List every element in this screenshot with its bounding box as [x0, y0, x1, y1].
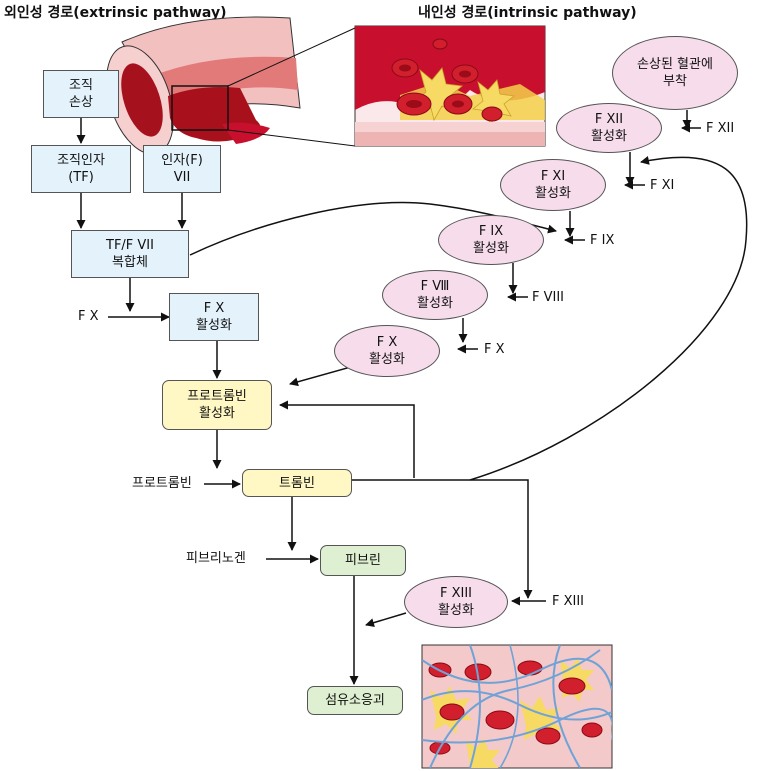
vessel-attachment-oval: 손상된 혈관에 부착	[612, 36, 738, 110]
fx-activation-extrinsic-line2: 활성화	[196, 318, 232, 333]
fxii-activation-line1: F XII	[594, 112, 624, 127]
fxiii-activation-oval: F XIII 활성화	[404, 576, 508, 628]
fx-activation-intrinsic-line2: 활성화	[369, 352, 405, 367]
extrinsic-pathway-title: 외인성 경로(extrinsic pathway)	[4, 5, 227, 21]
tissue-factor-line2: (TF)	[68, 170, 94, 185]
fxii-activation-oval: F XII 활성화	[556, 103, 662, 153]
tf-vii-complex-line1: TF/F VII	[106, 238, 154, 253]
fviii-input: F VIII	[532, 290, 565, 305]
fx-activation-intrinsic-line1: F X	[376, 335, 398, 350]
prothrombin-activation-box: 프로트롬빈 활성화	[162, 380, 272, 430]
fxi-activation-line1: F XI	[540, 169, 566, 184]
fxi-input: F XI	[650, 178, 675, 193]
fviii-activation-line1: F Ⅷ	[420, 279, 450, 294]
tissue-damage-box: 조직 손상	[43, 70, 119, 118]
fix-activation-line1: F IX	[478, 224, 504, 239]
tissue-factor-box: 조직인자 (TF)	[31, 145, 131, 193]
tissue-factor-line1: 조직인자	[57, 153, 105, 168]
thrombin-box: 트롬빈	[242, 469, 352, 497]
fibrin-box: 피브린	[320, 545, 406, 576]
fix-activation-oval: F IX 활성화	[438, 215, 544, 265]
fibrin-clot-label: 섬유소응괴	[325, 693, 385, 708]
fx-input-intrinsic: F X	[484, 342, 505, 357]
fxi-activation-oval: F XI 활성화	[500, 159, 606, 211]
vessel-attachment-line2: 부착	[663, 74, 687, 89]
fibrin-clot-box: 섬유소응괴	[307, 686, 403, 715]
fibrin-clot-illustration	[421, 644, 613, 769]
fxiii-input: F XIII	[552, 594, 585, 609]
fxii-activation-line2: 활성화	[591, 129, 627, 144]
tf-vii-complex-box: TF/F VII 복합체	[71, 230, 189, 278]
tissue-damage-line2: 손상	[69, 95, 93, 110]
tf-vii-complex-line2: 복합체	[112, 255, 148, 270]
fxii-input: F XII	[706, 121, 735, 136]
factor-vii-line1: 인자(F)	[161, 153, 203, 168]
fviii-activation-line2: 활성화	[417, 296, 453, 311]
fx-input-extrinsic: F X	[78, 309, 99, 324]
intrinsic-pathway-title: 내인성 경로(intrinsic pathway)	[418, 5, 637, 21]
factor-vii-box: 인자(F) VII	[143, 145, 221, 193]
fibrinogen-input: 피브리노겐	[186, 551, 246, 566]
fxiii-activation-line1: F XIII	[439, 586, 473, 601]
fviii-activation-oval: F Ⅷ 활성화	[382, 270, 488, 320]
prothrombin-activation-line2: 활성화	[199, 406, 235, 421]
tissue-damage-line1: 조직	[69, 78, 93, 93]
factor-vii-line2: VII	[173, 170, 191, 185]
fibrin-label: 피브린	[345, 553, 381, 568]
fx-activation-extrinsic-line1: F X	[203, 301, 225, 316]
prothrombin-input: 프로트롬빈	[132, 476, 192, 491]
fix-input: F IX	[590, 233, 615, 248]
fxiii-activation-line2: 활성화	[438, 603, 474, 618]
blood-vessel-illustration	[106, 16, 356, 155]
vessel-attachment-line1: 손상된 혈관에	[637, 57, 713, 72]
fxi-activation-line2: 활성화	[535, 186, 571, 201]
fx-activation-extrinsic-box: F X 활성화	[169, 293, 259, 341]
fix-activation-line2: 활성화	[473, 241, 509, 256]
thrombin-label: 트롬빈	[279, 475, 315, 491]
vessel-wall-inset	[354, 25, 546, 147]
prothrombin-activation-line1: 프로트롬빈	[187, 389, 247, 404]
fx-activation-intrinsic-oval: F X 활성화	[334, 325, 440, 377]
